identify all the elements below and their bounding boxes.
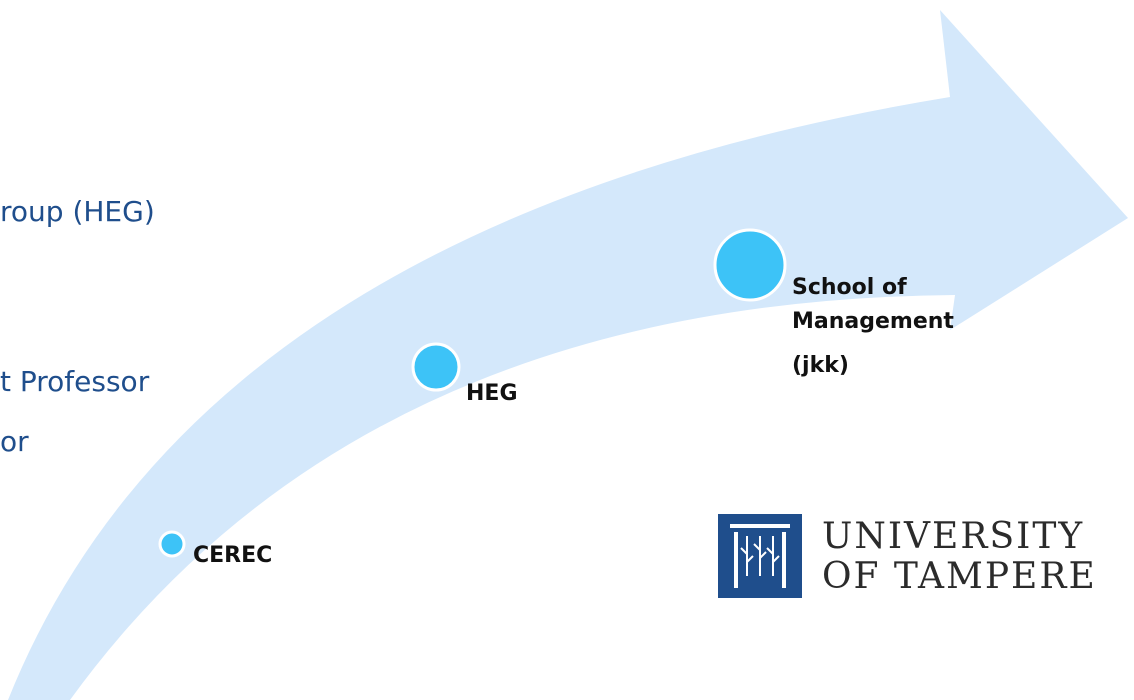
left-text-line-1: roup (HEG) (0, 195, 155, 228)
label-school-line-2: Management (792, 309, 954, 334)
label-heg: HEG (466, 381, 518, 406)
university-emblem-icon (718, 514, 802, 598)
label-school-line-1: School of (792, 275, 907, 300)
label-school-line-3: (jkk) (792, 353, 849, 378)
node-heg (411, 342, 461, 392)
node-school (713, 228, 787, 302)
node-cerec (158, 530, 186, 558)
curved-arrow-shape (8, 10, 1128, 700)
label-cerec: CEREC (193, 543, 273, 568)
label-school: School of Management (jkk) (792, 271, 954, 383)
logo-text-line-1: UNIVERSITY (822, 516, 1085, 557)
university-logo: UNIVERSITY OF TAMPERE (718, 514, 1130, 598)
left-text-line-2: t Professor (0, 365, 150, 398)
left-text-line-3: or (0, 425, 29, 458)
logo-text-line-2: OF TAMPERE (822, 556, 1097, 597)
